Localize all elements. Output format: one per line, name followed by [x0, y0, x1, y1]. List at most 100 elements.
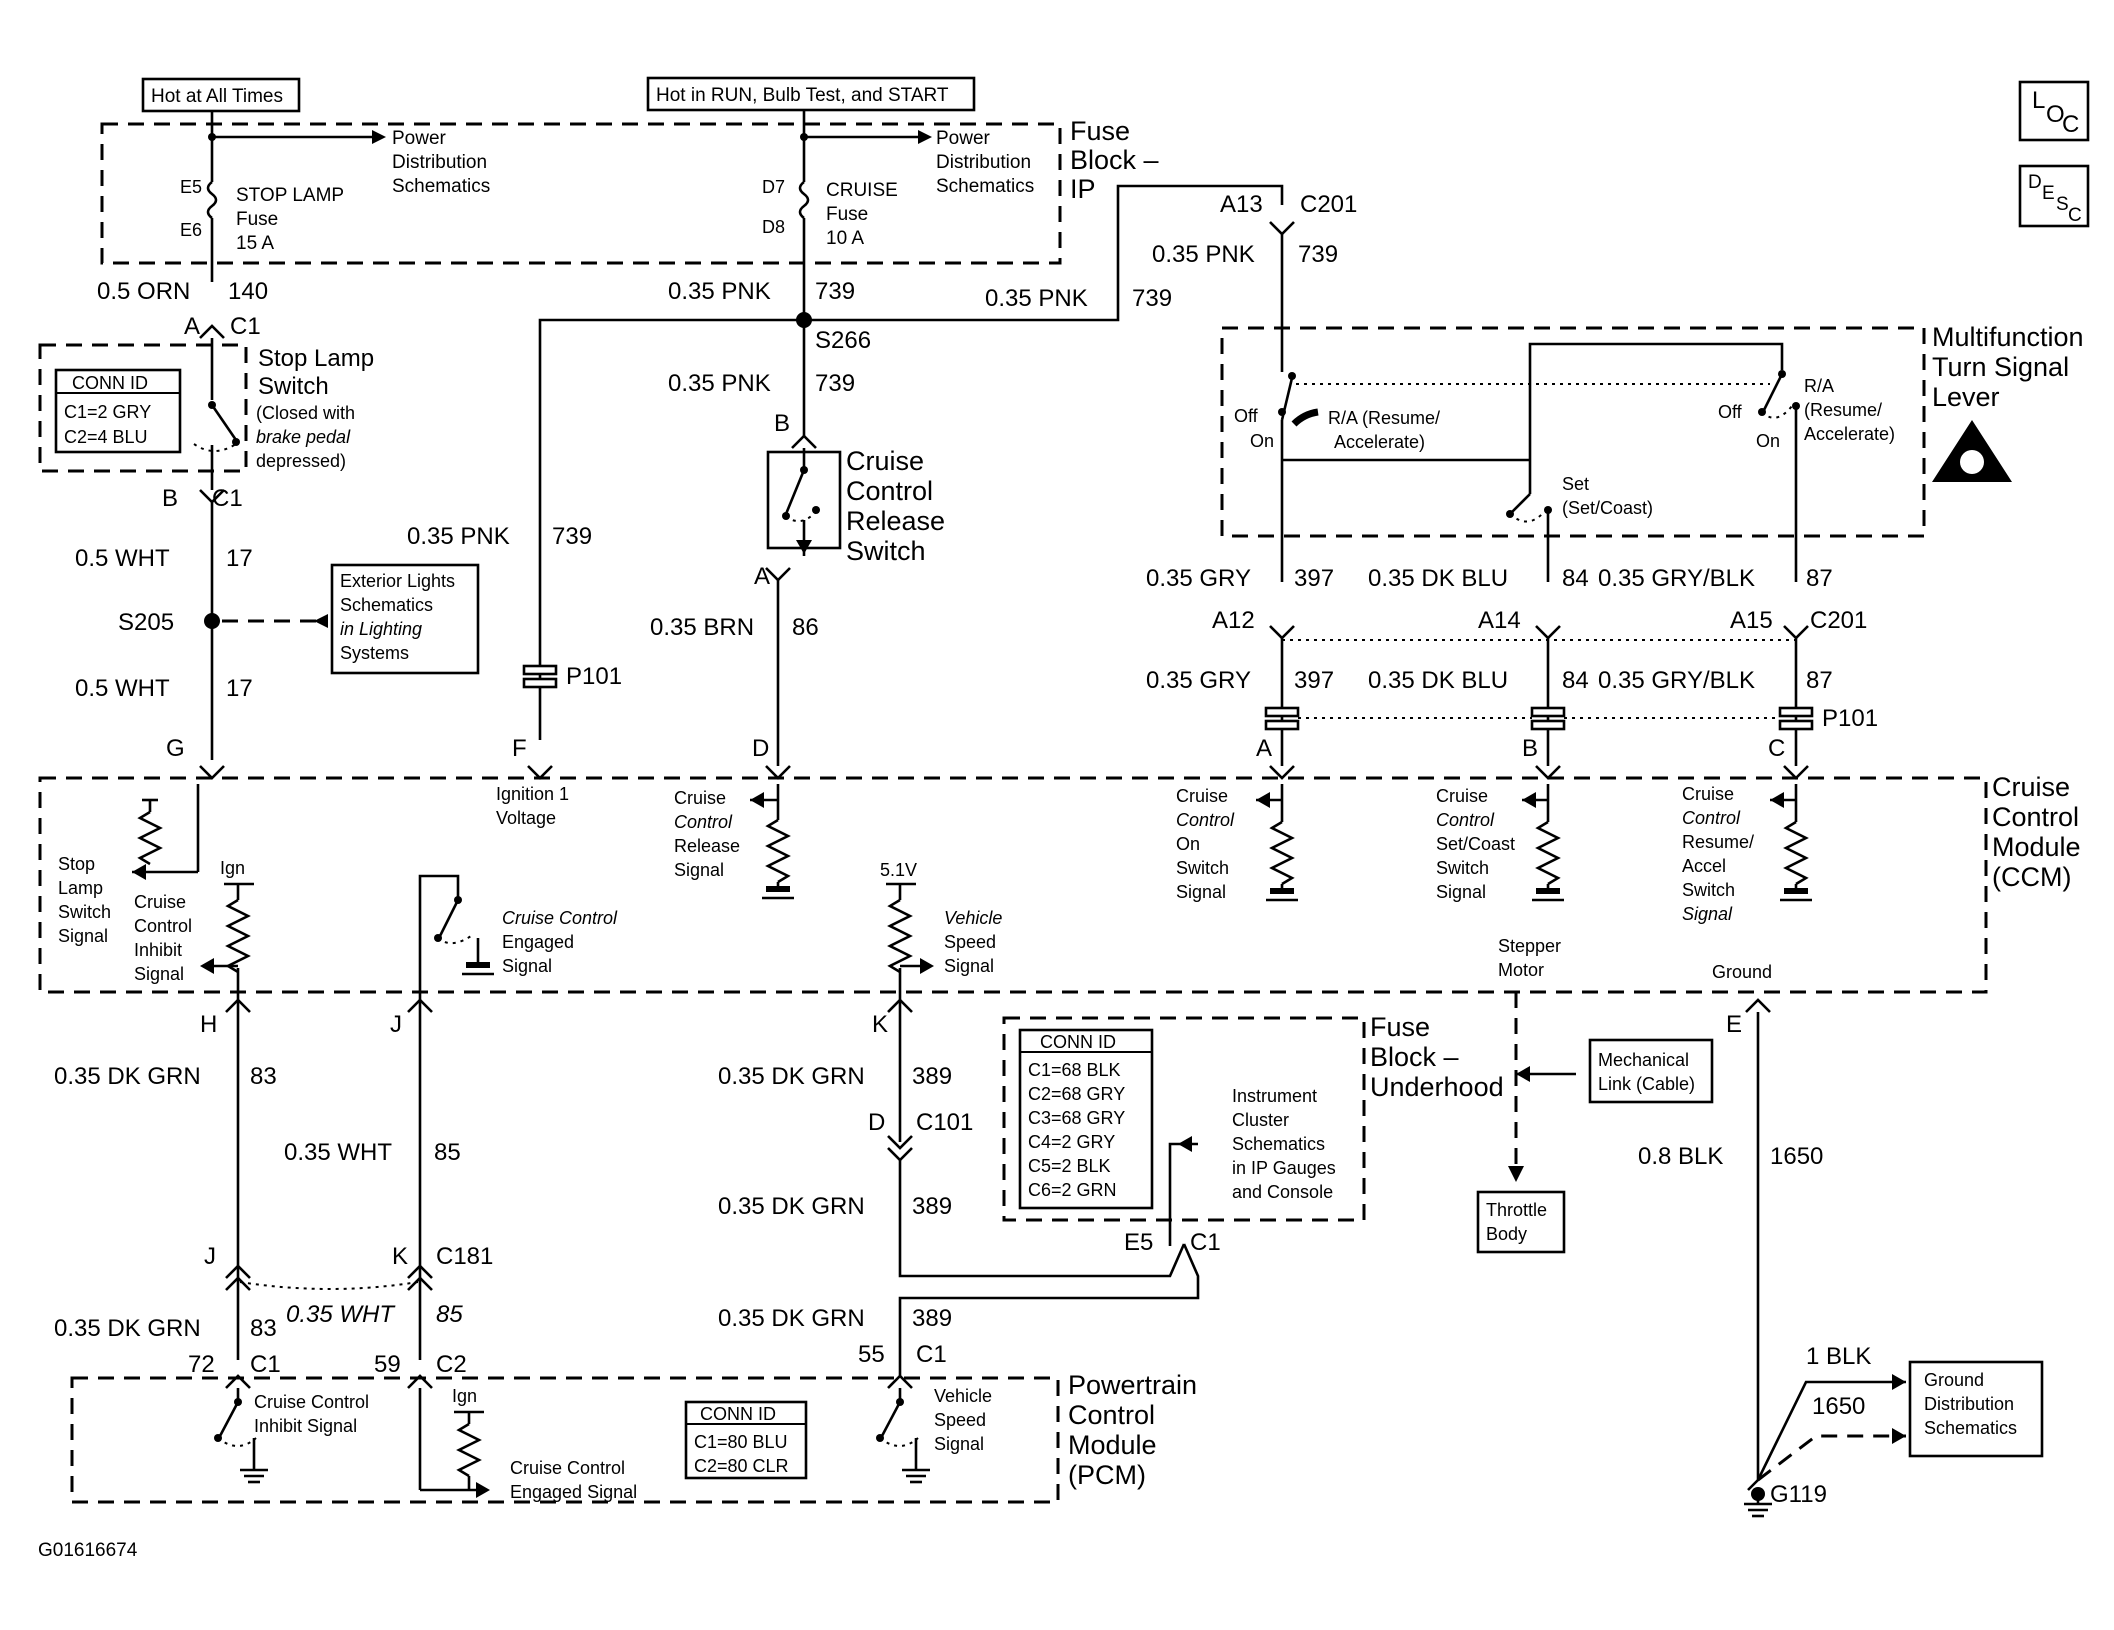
svg-text:Distribution: Distribution [392, 152, 487, 173]
multifunction-lever-label: Multifunction Turn Signal Lever [1932, 322, 2084, 412]
conn-id-stop: CONN ID C1=2 GRY C2=4 BLU [54, 368, 182, 454]
svg-text:Cruise Control: Cruise Control [510, 1458, 625, 1478]
svg-text:Off: Off [1234, 406, 1259, 426]
svg-text:IP: IP [1070, 174, 1096, 204]
svg-text:Body: Body [1486, 1224, 1527, 1244]
svg-text:1650: 1650 [1812, 1393, 1865, 1420]
svg-text:55: 55 [858, 1341, 885, 1368]
svg-text:Systems: Systems [340, 643, 409, 663]
svg-text:Signal: Signal [1436, 882, 1486, 902]
pcm-inhibit-signal: Cruise Control Inhibit Signal [214, 1388, 369, 1484]
svg-text:Voltage: Voltage [496, 808, 556, 828]
wire-brn-86: 0.35 BRN 86 D [650, 614, 819, 762]
conn-e5-c1: E5 C1 [1124, 1229, 1221, 1256]
svg-text:Lamp: Lamp [58, 878, 103, 898]
wire-pnk-739-right: 0.35 PNK 739 [985, 285, 1172, 312]
svg-text:L: L [2032, 87, 2045, 114]
svg-text:A13: A13 [1220, 191, 1263, 218]
svg-text:87: 87 [1806, 667, 1833, 694]
svg-text:72: 72 [188, 1351, 215, 1378]
svg-text:Signal: Signal [674, 860, 724, 880]
ccm-engaged-signal: Cruise Control Engaged Signal [418, 874, 618, 1002]
svg-text:Speed: Speed [934, 1410, 986, 1430]
svg-text:and Console: and Console [1232, 1182, 1333, 1202]
svg-text:Set: Set [1562, 474, 1589, 494]
wire-dkgrn-389-mid: 0.35 DK GRN 389 [718, 1193, 952, 1220]
svg-text:C101: C101 [916, 1109, 973, 1136]
connector-mark [225, 1276, 251, 1291]
svg-text:Signal: Signal [58, 926, 108, 946]
svg-text:A14: A14 [1478, 607, 1521, 634]
svg-text:Lever: Lever [1932, 382, 2000, 412]
svg-text:B: B [774, 410, 790, 437]
svg-text:C181: C181 [436, 1243, 493, 1270]
connector-mark [225, 998, 251, 1013]
svg-text:G119: G119 [1770, 1481, 1827, 1508]
wire-orn-140: 0.5 ORN 140 A C1 [97, 278, 268, 340]
fuse-block-underhood-boundary [1002, 1016, 1366, 1222]
svg-text:Signal: Signal [934, 1434, 984, 1454]
svg-text:Cluster: Cluster [1232, 1110, 1289, 1130]
svg-text:On: On [1250, 431, 1274, 451]
connector-mark [1535, 625, 1561, 640]
svg-text:STOP LAMP: STOP LAMP [236, 185, 344, 206]
stop-lamp-switch-label: Stop Lamp Switch (Closed with brake peda… [256, 345, 374, 471]
svg-text:0.35 DK GRN: 0.35 DK GRN [54, 1315, 201, 1342]
svg-text:397: 397 [1294, 667, 1334, 694]
svg-text:K: K [872, 1011, 888, 1038]
svg-text:389: 389 [912, 1193, 952, 1220]
fuse-block-ip-label: Fuse Block – IP [1070, 116, 1159, 204]
svg-text:86: 86 [792, 614, 819, 641]
pcm-label: Powertrain Control Module (PCM) [1068, 1370, 1197, 1490]
svg-text:0.35 PNK: 0.35 PNK [407, 523, 510, 550]
svg-text:5.1V: 5.1V [880, 860, 917, 880]
inline-p101-left: P101 [522, 663, 622, 690]
svg-text:10 A: 10 A [826, 228, 864, 249]
mechanical-link: Mechanical Link (Cable) [1588, 1038, 1714, 1104]
connector-mark [225, 1374, 251, 1389]
svg-text:83: 83 [250, 1315, 277, 1342]
ccm-ignition-voltage: Ignition 1 Voltage [496, 784, 569, 828]
svg-text:0.35 PNK: 0.35 PNK [668, 278, 771, 305]
splice-s205 [204, 613, 220, 629]
svg-text:Ign: Ign [220, 858, 245, 878]
stop-lamp-fuse: E5 E6 STOP LAMP Fuse 15 A [180, 111, 386, 282]
svg-text:D: D [868, 1109, 885, 1136]
svg-text:Engaged Signal: Engaged Signal [510, 1482, 637, 1502]
connector-mark [407, 1264, 433, 1279]
conn-c181: J K C181 [204, 1243, 493, 1270]
svg-text:Resume/: Resume/ [1682, 832, 1754, 852]
svg-text:17: 17 [226, 545, 253, 572]
ccm-ground-label: Ground [1712, 962, 1772, 982]
ccm-stop-lamp-signal: Stop Lamp Switch Signal [58, 784, 200, 946]
svg-text:C3=68 GRY: C3=68 GRY [1028, 1108, 1125, 1128]
connector-mark [887, 1135, 913, 1150]
svg-text:C201: C201 [1810, 607, 1867, 634]
svg-text:739: 739 [1298, 241, 1338, 268]
svg-text:0.35 PNK: 0.35 PNK [985, 285, 1088, 312]
pcm-vehicle-speed-signal: Vehicle Speed Signal [876, 1386, 992, 1484]
ccm-top-connectors-right: A B C [1256, 735, 1785, 762]
svg-text:Instrument: Instrument [1232, 1086, 1317, 1106]
svg-text:1 BLK: 1 BLK [1806, 1343, 1871, 1370]
lever-on-off-switch: Off On R/A (Resume/ Accelerate) [1234, 372, 1770, 582]
svg-text:Mechanical: Mechanical [1598, 1050, 1689, 1070]
svg-text:Cruise: Cruise [134, 892, 186, 912]
svg-text:R/A (Resume/: R/A (Resume/ [1328, 408, 1440, 428]
conn-a-release: A [754, 563, 770, 590]
svg-text:1650: 1650 [1770, 1143, 1823, 1170]
wire-pnk-739-lever: 0.35 PNK 739 [1152, 241, 1338, 268]
svg-text:Signal: Signal [944, 956, 994, 976]
svg-text:Accel: Accel [1682, 856, 1726, 876]
svg-text:0.35 DK GRN: 0.35 DK GRN [718, 1193, 865, 1220]
svg-text:On: On [1176, 834, 1200, 854]
svg-text:A12: A12 [1212, 607, 1255, 634]
svg-text:739: 739 [815, 278, 855, 305]
desc-icon: D E S C [2018, 164, 2090, 228]
svg-text:Cruise: Cruise [1992, 772, 2070, 802]
svg-text:C1=80 BLU: C1=80 BLU [694, 1432, 788, 1452]
connector-mark [407, 998, 433, 1013]
svg-text:Ignition 1: Ignition 1 [496, 784, 569, 804]
svg-text:Ign: Ign [452, 1386, 477, 1406]
svg-text:CONN ID: CONN ID [700, 1404, 776, 1424]
